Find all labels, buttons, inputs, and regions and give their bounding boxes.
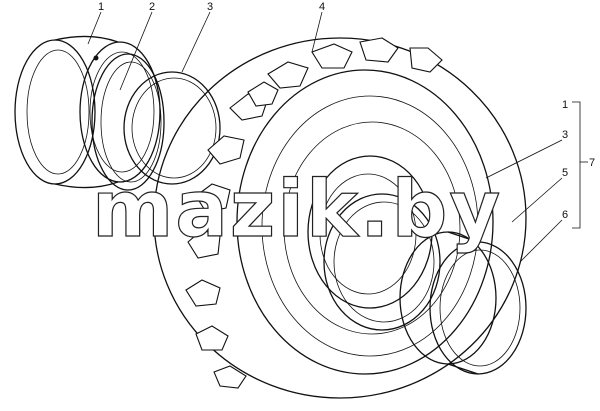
- callout-right-7: 7: [589, 157, 595, 169]
- callout-right-6: 6: [562, 209, 568, 221]
- flange-ring: [323, 193, 441, 331]
- flange: [399, 231, 527, 375]
- callout-right-3: 3: [562, 129, 568, 141]
- callout-3: 3: [207, 1, 213, 13]
- tyre: [153, 37, 527, 399]
- tread-pattern: [185, 37, 443, 389]
- watermark-text: mazik.by: [92, 165, 502, 255]
- callout-1: 1: [98, 1, 104, 13]
- lock-ring: [91, 53, 165, 191]
- callout-2: 2: [149, 1, 155, 13]
- side-ring: [123, 71, 221, 185]
- callout-4: 4: [319, 1, 325, 13]
- callout-right-5: 5: [562, 167, 568, 179]
- callout-right-1: 1: [562, 99, 568, 111]
